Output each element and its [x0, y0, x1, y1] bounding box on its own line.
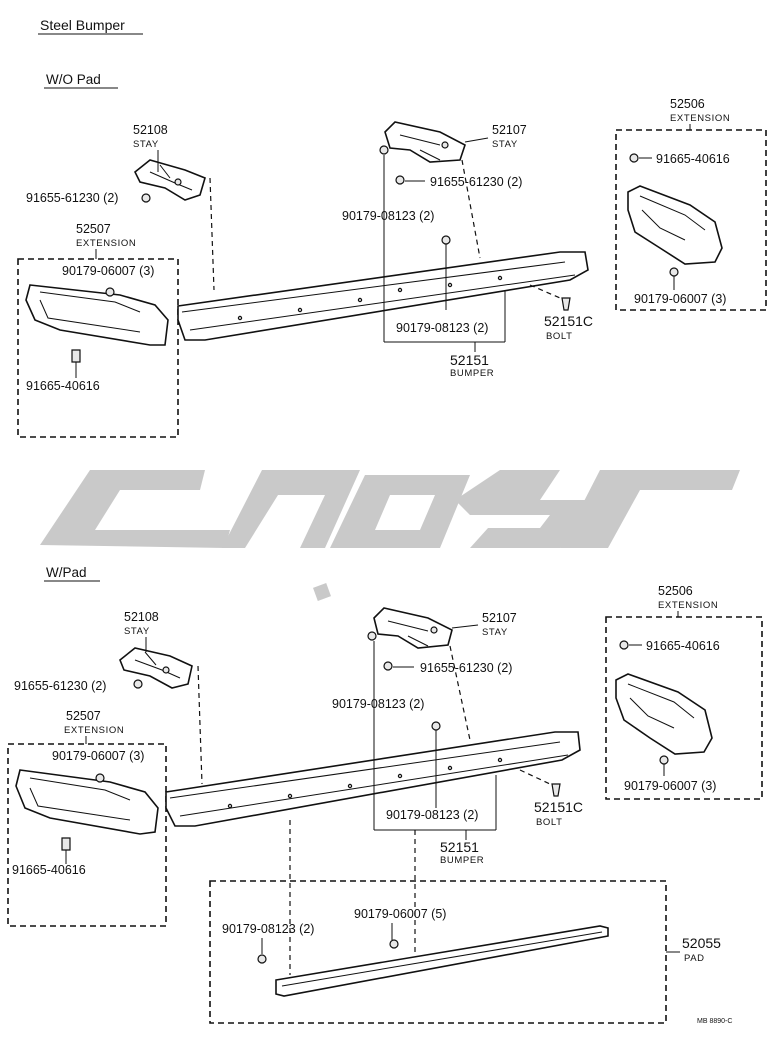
nut-icon: [669, 267, 679, 277]
extension-right-part-no: 52506: [658, 584, 693, 598]
bolt-icon: [71, 349, 81, 363]
nut-ext-right-label: 90179-06007 (3): [634, 292, 726, 306]
bolt-part-no: 52151C: [534, 799, 583, 815]
extension-left: [25, 284, 169, 346]
assembly-guide: [197, 665, 203, 785]
extension-right-group-box: [615, 129, 767, 311]
bumper-bottom: [165, 731, 581, 827]
nut-icon: [431, 721, 441, 731]
stay-right-name: STAY: [492, 139, 518, 150]
nut-icon: [95, 773, 105, 783]
bolt-icon: [619, 640, 629, 650]
extension-right-part-no: 52506: [670, 97, 705, 111]
pad-nut-a-label: 90179-08123 (2): [222, 922, 314, 936]
nut-icon: [441, 235, 451, 245]
stay-right-part-no: 52107: [482, 611, 517, 625]
stay-right-part-no: 52107: [492, 123, 527, 137]
stay-right: [384, 121, 466, 163]
assembly-guide: [449, 645, 471, 741]
assembly-guide: [461, 159, 481, 259]
nut-icon: [389, 939, 399, 949]
nut-icon: [659, 755, 669, 765]
extension-left-part-no: 52507: [76, 222, 111, 236]
stay-left-name: STAY: [124, 626, 150, 637]
nut-icon: [367, 631, 377, 641]
bumper-part-no: 52151: [450, 352, 489, 368]
stay-left: [119, 647, 193, 689]
stay-right: [373, 607, 453, 649]
bolt-right-label: 91655-61230 (2): [420, 661, 512, 675]
pad-name: PAD: [684, 953, 705, 964]
bolt-ext-right-label: 91665-40616: [646, 639, 720, 653]
extension-right-group-box: [605, 616, 763, 800]
bolt-icon: [61, 837, 71, 851]
extension-left-name: EXTENSION: [64, 725, 124, 736]
bolt-name: BOLT: [536, 817, 563, 828]
assembly-guide: [519, 769, 551, 785]
nut-icon: [105, 287, 115, 297]
bolt-ext-left-label: 91665-40616: [12, 863, 86, 877]
extension-right: [615, 673, 713, 755]
pad-part-no: 52055: [682, 935, 721, 951]
leader-line: [451, 624, 479, 629]
bolt-part-no: 52151C: [544, 313, 593, 329]
section-heading-wo-pad: W/O Pad: [46, 72, 101, 87]
bolt-icon: [395, 175, 405, 185]
nut-ext-left-label: 90179-06007 (3): [62, 264, 154, 278]
extension-left-name: EXTENSION: [76, 238, 136, 249]
bumper-name: BUMPER: [440, 855, 484, 866]
extension-left-part-no: 52507: [66, 709, 101, 723]
bolt-left-label: 91655-61230 (2): [14, 679, 106, 693]
bumper-part-no: 52151: [440, 839, 479, 855]
diagram-code: MB 8890-C: [697, 1018, 732, 1025]
bolt-icon: [383, 661, 393, 671]
nut-icon: [379, 145, 389, 155]
nut-a-label: 90179-08123 (2): [332, 697, 424, 711]
bolt-icon: [133, 679, 143, 689]
nut-a-label: 90179-08123 (2): [342, 209, 434, 223]
bolt-ext-right-label: 91665-40616: [656, 152, 730, 166]
nut-icon: [257, 954, 267, 964]
section-heading-w-pad: W/Pad: [46, 565, 87, 580]
extension-right: [627, 185, 723, 265]
pad-nut-b-label: 90179-06007 (5): [354, 907, 446, 921]
nut-ext-left-label: 90179-06007 (3): [52, 749, 144, 763]
assembly-guide: [529, 284, 561, 299]
stay-right-name: STAY: [482, 627, 508, 638]
stay-left-part-no: 52108: [133, 123, 168, 137]
extension-left-group-box: [17, 258, 179, 438]
bolt-name: BOLT: [546, 331, 573, 342]
stay-left-name: STAY: [133, 139, 159, 150]
bolt-icon: [141, 193, 151, 203]
assembly-guide: [209, 177, 215, 291]
stay-left-part-no: 52108: [124, 610, 159, 624]
extension-right-name: EXTENSION: [670, 113, 730, 124]
bumper-top: [177, 251, 589, 341]
nut-b-label: 90179-08123 (2): [396, 321, 488, 335]
bolt-right-label: 91655-61230 (2): [430, 175, 522, 189]
nut-b-label: 90179-08123 (2): [386, 808, 478, 822]
pad: [275, 925, 609, 997]
pad-group-box: [209, 880, 667, 1024]
stay-left: [133, 159, 206, 201]
diagram-title: Steel Bumper: [40, 17, 125, 33]
extension-right-name: EXTENSION: [658, 600, 718, 611]
bolt-icon: [551, 783, 561, 797]
leader-line: [464, 137, 489, 143]
extension-left: [15, 769, 159, 835]
nut-ext-right-label: 90179-06007 (3): [624, 779, 716, 793]
bolt-icon: [629, 153, 639, 163]
bolt-left-label: 91655-61230 (2): [26, 191, 118, 205]
bolt-icon: [561, 297, 571, 311]
bolt-ext-left-label: 91665-40616: [26, 379, 100, 393]
watermark-logo: [40, 470, 740, 601]
bumper-name: BUMPER: [450, 368, 494, 379]
